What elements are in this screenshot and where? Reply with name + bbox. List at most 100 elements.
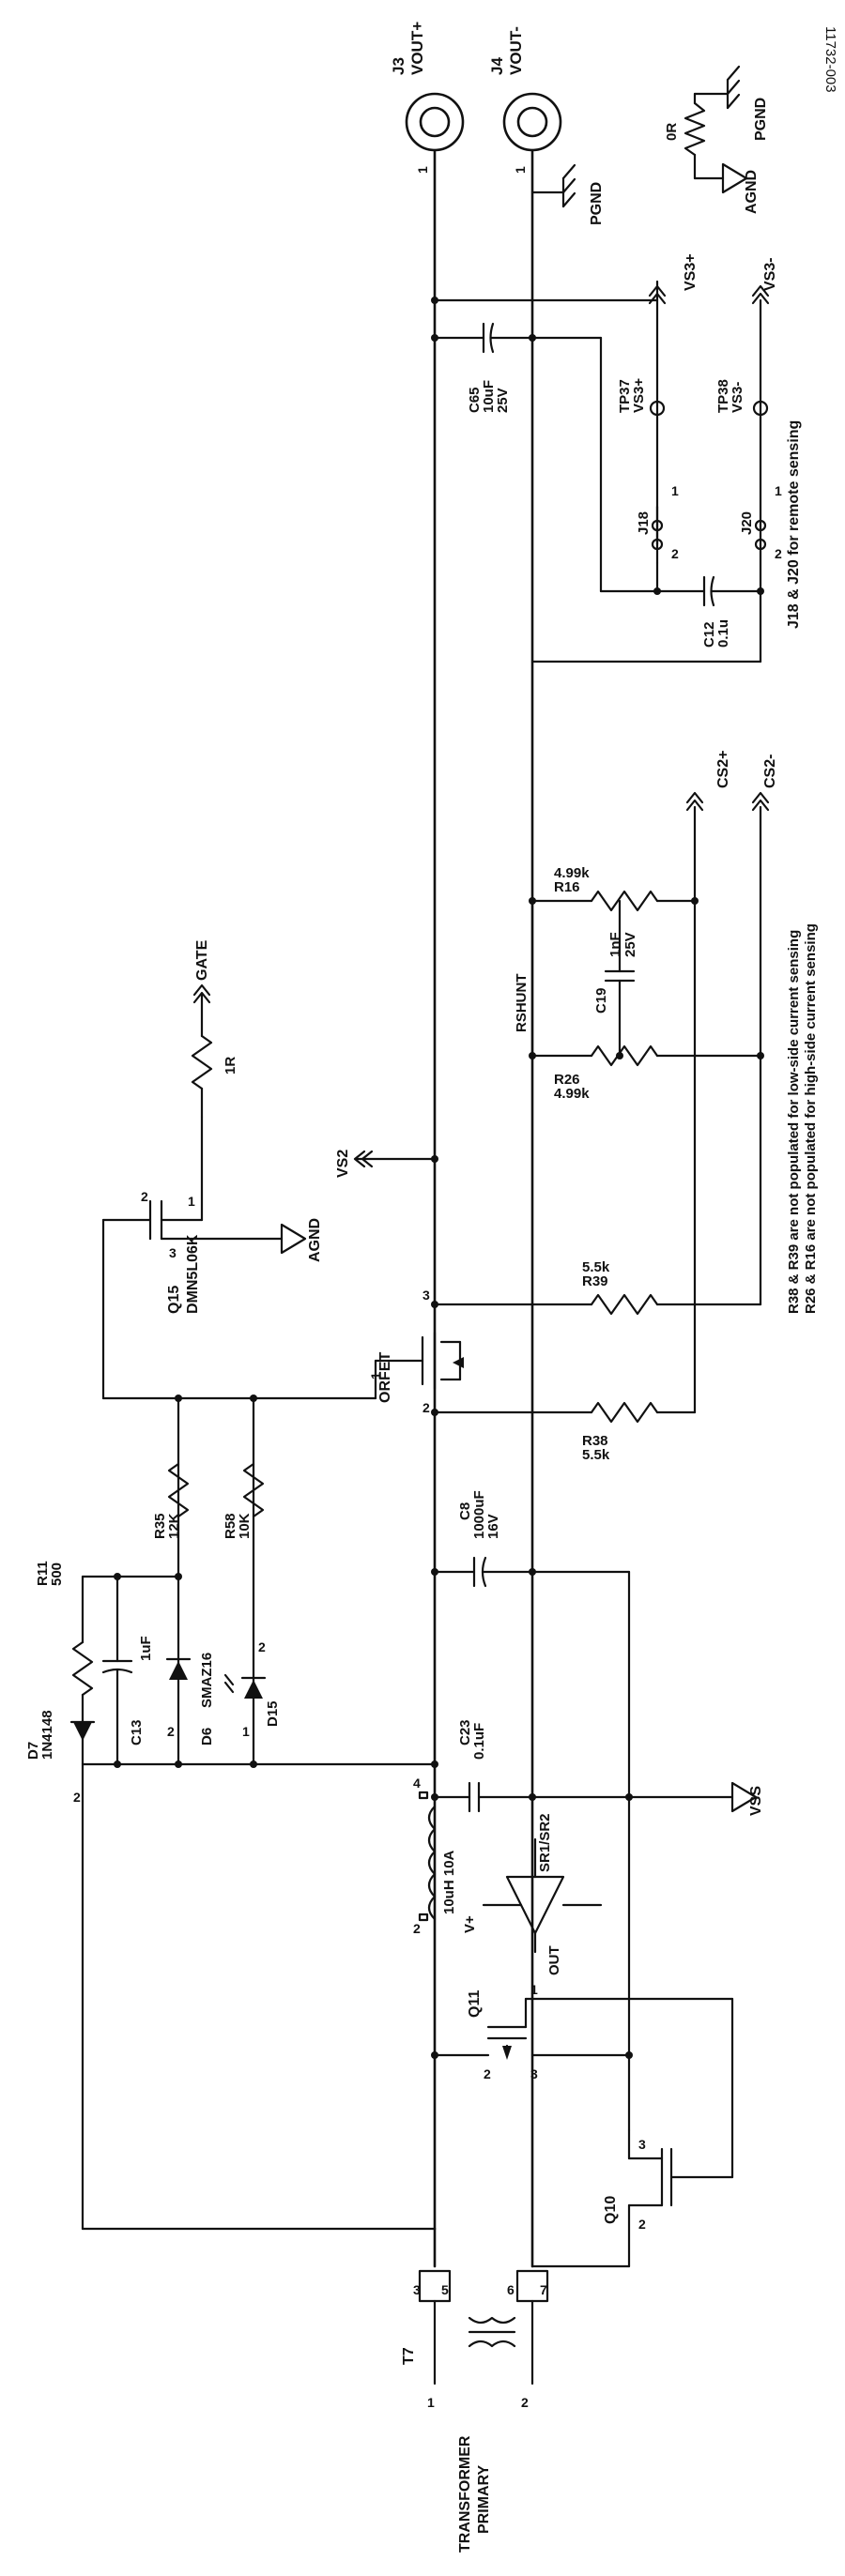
- vplus-label: V+: [462, 1915, 478, 1933]
- r11-ref: R11: [35, 1561, 51, 1586]
- c8-ref: C8: [457, 1502, 473, 1520]
- d6-ref: D6: [199, 1728, 215, 1745]
- resistor-r58: R58 10K: [223, 1462, 265, 1539]
- capacitor-c13: 1uF C13: [101, 1573, 154, 1766]
- q15-part: DMN5L06K: [185, 1234, 201, 1314]
- j18-pin1: 1: [671, 483, 679, 498]
- j4-pin: 1: [513, 166, 528, 174]
- t7-text2: PRIMARY: [476, 2464, 492, 2534]
- c8-voltage: 16V: [485, 1514, 501, 1539]
- mosfet-q10: Q10 3 2: [603, 2051, 734, 2268]
- orfet-ref: ORFET: [377, 1352, 393, 1403]
- c12-ref: C12: [701, 621, 717, 648]
- transformer-t7: 3 5 6 7 1 2 T7 TRANSFORMER PRIMARY: [401, 2269, 549, 2553]
- t7-pin1: 1: [427, 2395, 435, 2410]
- j3-name: VOUT+: [408, 22, 426, 75]
- j18-pin2: 2: [671, 546, 679, 561]
- r0-value: 0R: [664, 123, 680, 141]
- q15-pin1: 1: [188, 1194, 195, 1209]
- q15-pin2: 2: [141, 1189, 148, 1204]
- cs2-minus-net: CS2-: [751, 755, 778, 1306]
- d6-pin2: 2: [167, 1724, 175, 1739]
- vs2-label: VS2: [335, 1150, 351, 1178]
- cs2-minus-label: CS2-: [762, 755, 778, 788]
- orfet-pin2: 2: [422, 1400, 430, 1415]
- vs2-net: VS2: [335, 1150, 438, 1178]
- drawing-number: 11732-003: [822, 26, 838, 93]
- cs2-plus-label: CS2+: [715, 751, 731, 788]
- r1-value: 1R: [223, 1057, 238, 1075]
- r16-ref: R16: [554, 879, 580, 895]
- diode-d7: D7 1N4148 2: [25, 1710, 96, 1805]
- connector-j3: J3 VOUT+ 1: [390, 22, 465, 174]
- d7-part: 1N4148: [39, 1710, 55, 1760]
- r26-value: 4.99k: [554, 1086, 590, 1102]
- c13-value: 1uF: [138, 1636, 154, 1661]
- note-high-side: R26 & R16 are not populated for high-sid…: [803, 923, 819, 1314]
- r38-value: 5.5k: [582, 1447, 610, 1463]
- j4-name: VOUT-: [507, 26, 525, 75]
- q11-pin1: 1: [530, 1982, 538, 1997]
- t7-pin6: 6: [507, 2282, 515, 2297]
- capacitor-c23: C23 0.1uF: [431, 1719, 734, 1813]
- gate-net: GATE: [192, 939, 211, 1004]
- r39-value: 5.5k: [582, 1259, 610, 1275]
- j18-ref: J18: [636, 511, 652, 535]
- jumper-j18: 1 2 J18: [636, 483, 679, 565]
- r39-ref: R39: [582, 1273, 608, 1289]
- tp38-net: VS3-: [730, 382, 745, 413]
- r38-ref: R38: [582, 1433, 608, 1449]
- capacitor-c8: C8 1000uF 16V: [431, 1490, 631, 1588]
- pgnd-label-top: PGND: [753, 98, 769, 141]
- q11-pin2: 2: [484, 2066, 491, 2081]
- vs3-minus-net: VS3-: [530, 257, 778, 663]
- resistor-r35: R35 12K: [152, 1462, 190, 1539]
- resistor-r38: R38 5.5k: [431, 1401, 697, 1463]
- j3-ref: J3: [390, 57, 407, 75]
- c8-value: 1000uF: [471, 1490, 487, 1539]
- note-low-side: R38 & R39 are not populated for low-side…: [786, 930, 802, 1314]
- gate-label: GATE: [194, 939, 210, 981]
- j20-ref: J20: [739, 511, 755, 535]
- j3-pin: 1: [415, 166, 430, 174]
- agnd-label-top: AGND: [744, 170, 760, 214]
- vs3-plus-label: VS3+: [683, 253, 699, 291]
- d15-ref: D15: [265, 1700, 281, 1727]
- c19-value: 1nF: [607, 932, 623, 957]
- r26-ref: R26: [554, 1072, 580, 1088]
- tp38-ref: TP38: [715, 379, 731, 413]
- c23-ref: C23: [457, 1719, 473, 1745]
- d15-pin1: 1: [242, 1724, 250, 1739]
- inductor-pin2: 2: [413, 1921, 421, 1936]
- pgnd-symbol-j4: PGND: [530, 163, 605, 225]
- sr-label: SR1/SR2: [537, 1813, 553, 1872]
- r35-value: 12K: [166, 1513, 182, 1539]
- inductor-pin4: 4: [413, 1776, 421, 1791]
- t7-pin3: 3: [413, 2282, 421, 2297]
- t7-text1: TRANSFORMER: [457, 2435, 473, 2553]
- q15-ref: Q15: [166, 1286, 182, 1314]
- resistor-rshunt: RSHUNT: [514, 899, 534, 1062]
- c13-ref: C13: [129, 1719, 145, 1745]
- resistor-r11: R11 500: [35, 1561, 182, 1766]
- t7-pin7: 7: [540, 2282, 547, 2297]
- capacitor-c19: C19 1nF 25V: [593, 899, 638, 1058]
- jumper-j20: 1 2 J20: [739, 483, 782, 561]
- c19-voltage: 25V: [622, 932, 638, 957]
- inductor-10uh: 4 2 10uH 10A: [413, 1776, 457, 1936]
- testpoint-tp37: TP37 VS3+: [617, 378, 666, 417]
- resistor-1r: 1R: [191, 993, 238, 1119]
- d6-part: SMAZ16: [199, 1653, 215, 1708]
- vss-label: VSS: [748, 1786, 764, 1816]
- note-remote-sensing: J18 & J20 for remote sensing: [786, 420, 802, 629]
- pgnd-label-j4: PGND: [589, 182, 605, 225]
- cs2-plus-net: CS2+: [685, 751, 731, 1414]
- resistor-r16: R16 4.99k: [529, 865, 699, 912]
- q10-ref: Q10: [603, 2196, 619, 2224]
- vss-symbol: VSS: [730, 1781, 764, 1816]
- r58-ref: R58: [223, 1513, 238, 1539]
- q15-pin3: 3: [169, 1245, 177, 1260]
- agnd-pgnd-link: 0R AGND PGND: [664, 65, 769, 214]
